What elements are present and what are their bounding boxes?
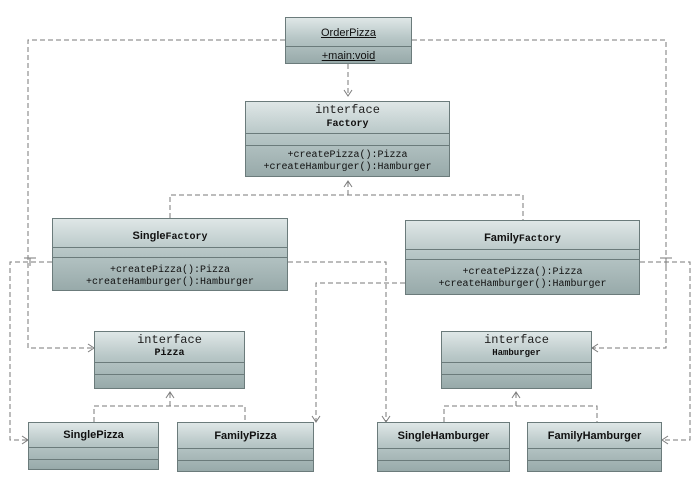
arrowhead-realization-hamburger <box>511 391 521 399</box>
dependency-familyfactory-familyhamburger <box>640 261 691 441</box>
class-name: FamilyHamburger <box>547 430 642 442</box>
method: +createPizza():Pizza <box>462 267 583 278</box>
class-singlepizza: SinglePizza <box>28 422 159 470</box>
arrowhead-familypizza <box>311 415 321 423</box>
stereotype-label: interface <box>484 333 549 347</box>
dependency-singlefactory-singlepizza <box>9 261 52 441</box>
interface-hamburger: interface Hamburger <box>441 331 592 389</box>
dependency-orderpizza-hamburger <box>412 39 667 349</box>
class-familyfactory: FamilyFactory +createPizza():Pizza +crea… <box>405 220 640 295</box>
method: +createHamburger():Hamburger <box>438 279 607 290</box>
method: +createHamburger():Hamburger <box>263 162 432 173</box>
class-name: FamilyPizza <box>214 430 277 442</box>
realization-singlefactory-factory <box>169 194 524 220</box>
arrowhead-factory <box>343 89 353 97</box>
arrowhead-realization-pizza <box>165 391 175 399</box>
stereotype-label: interface <box>315 103 380 117</box>
dependency-familyfactory-familypizza <box>315 282 405 422</box>
arrowhead-realization-factory <box>343 180 353 188</box>
stereotype-label: interface <box>137 333 202 347</box>
interface-pizza: interface Pizza <box>94 331 245 389</box>
method: +createHamburger():Hamburger <box>85 277 255 288</box>
class-name-suffix: Factory <box>165 232 208 243</box>
method: +createPizza():Pizza <box>287 150 408 161</box>
class-name-prefix: Family <box>484 232 519 244</box>
method: +createPizza():Pizza <box>109 265 231 276</box>
method: +main:void <box>321 50 376 62</box>
class-singlehamburger: SingleHamburger <box>377 422 510 472</box>
arrowhead-hamburger <box>591 343 599 353</box>
class-name: Pizza <box>154 348 185 359</box>
connector-tick <box>24 257 36 266</box>
class-name: Hamburger <box>492 348 541 358</box>
class-name: FamilyFactory <box>406 228 639 246</box>
class-name-prefix: Single <box>132 230 166 242</box>
dependency-singlefactory-singlehamburger <box>288 261 387 422</box>
class-name: OrderPizza <box>320 27 377 39</box>
class-singlefactory: SingleFactory +createPizza():Pizza +crea… <box>52 218 288 291</box>
class-name: SinglePizza <box>63 429 124 441</box>
realization-pizzas <box>93 405 246 422</box>
class-familyhamburger: FamilyHamburger <box>527 422 662 472</box>
class-familypizza: FamilyPizza <box>177 422 314 472</box>
class-orderpizza: OrderPizza +main:void <box>285 17 412 64</box>
class-name: SingleFactory <box>53 226 287 244</box>
realization-hamburgers <box>443 405 598 422</box>
connector-tick <box>660 257 672 266</box>
class-name-suffix: Factory <box>518 234 561 245</box>
class-name: SingleHamburger <box>397 430 490 442</box>
arrowhead-familyhamburger <box>661 435 669 445</box>
dependency-orderpizza-pizza <box>27 39 285 349</box>
class-name: Factory <box>326 119 369 130</box>
interface-factory: interface Factory +createPizza():Pizza +… <box>245 101 450 177</box>
